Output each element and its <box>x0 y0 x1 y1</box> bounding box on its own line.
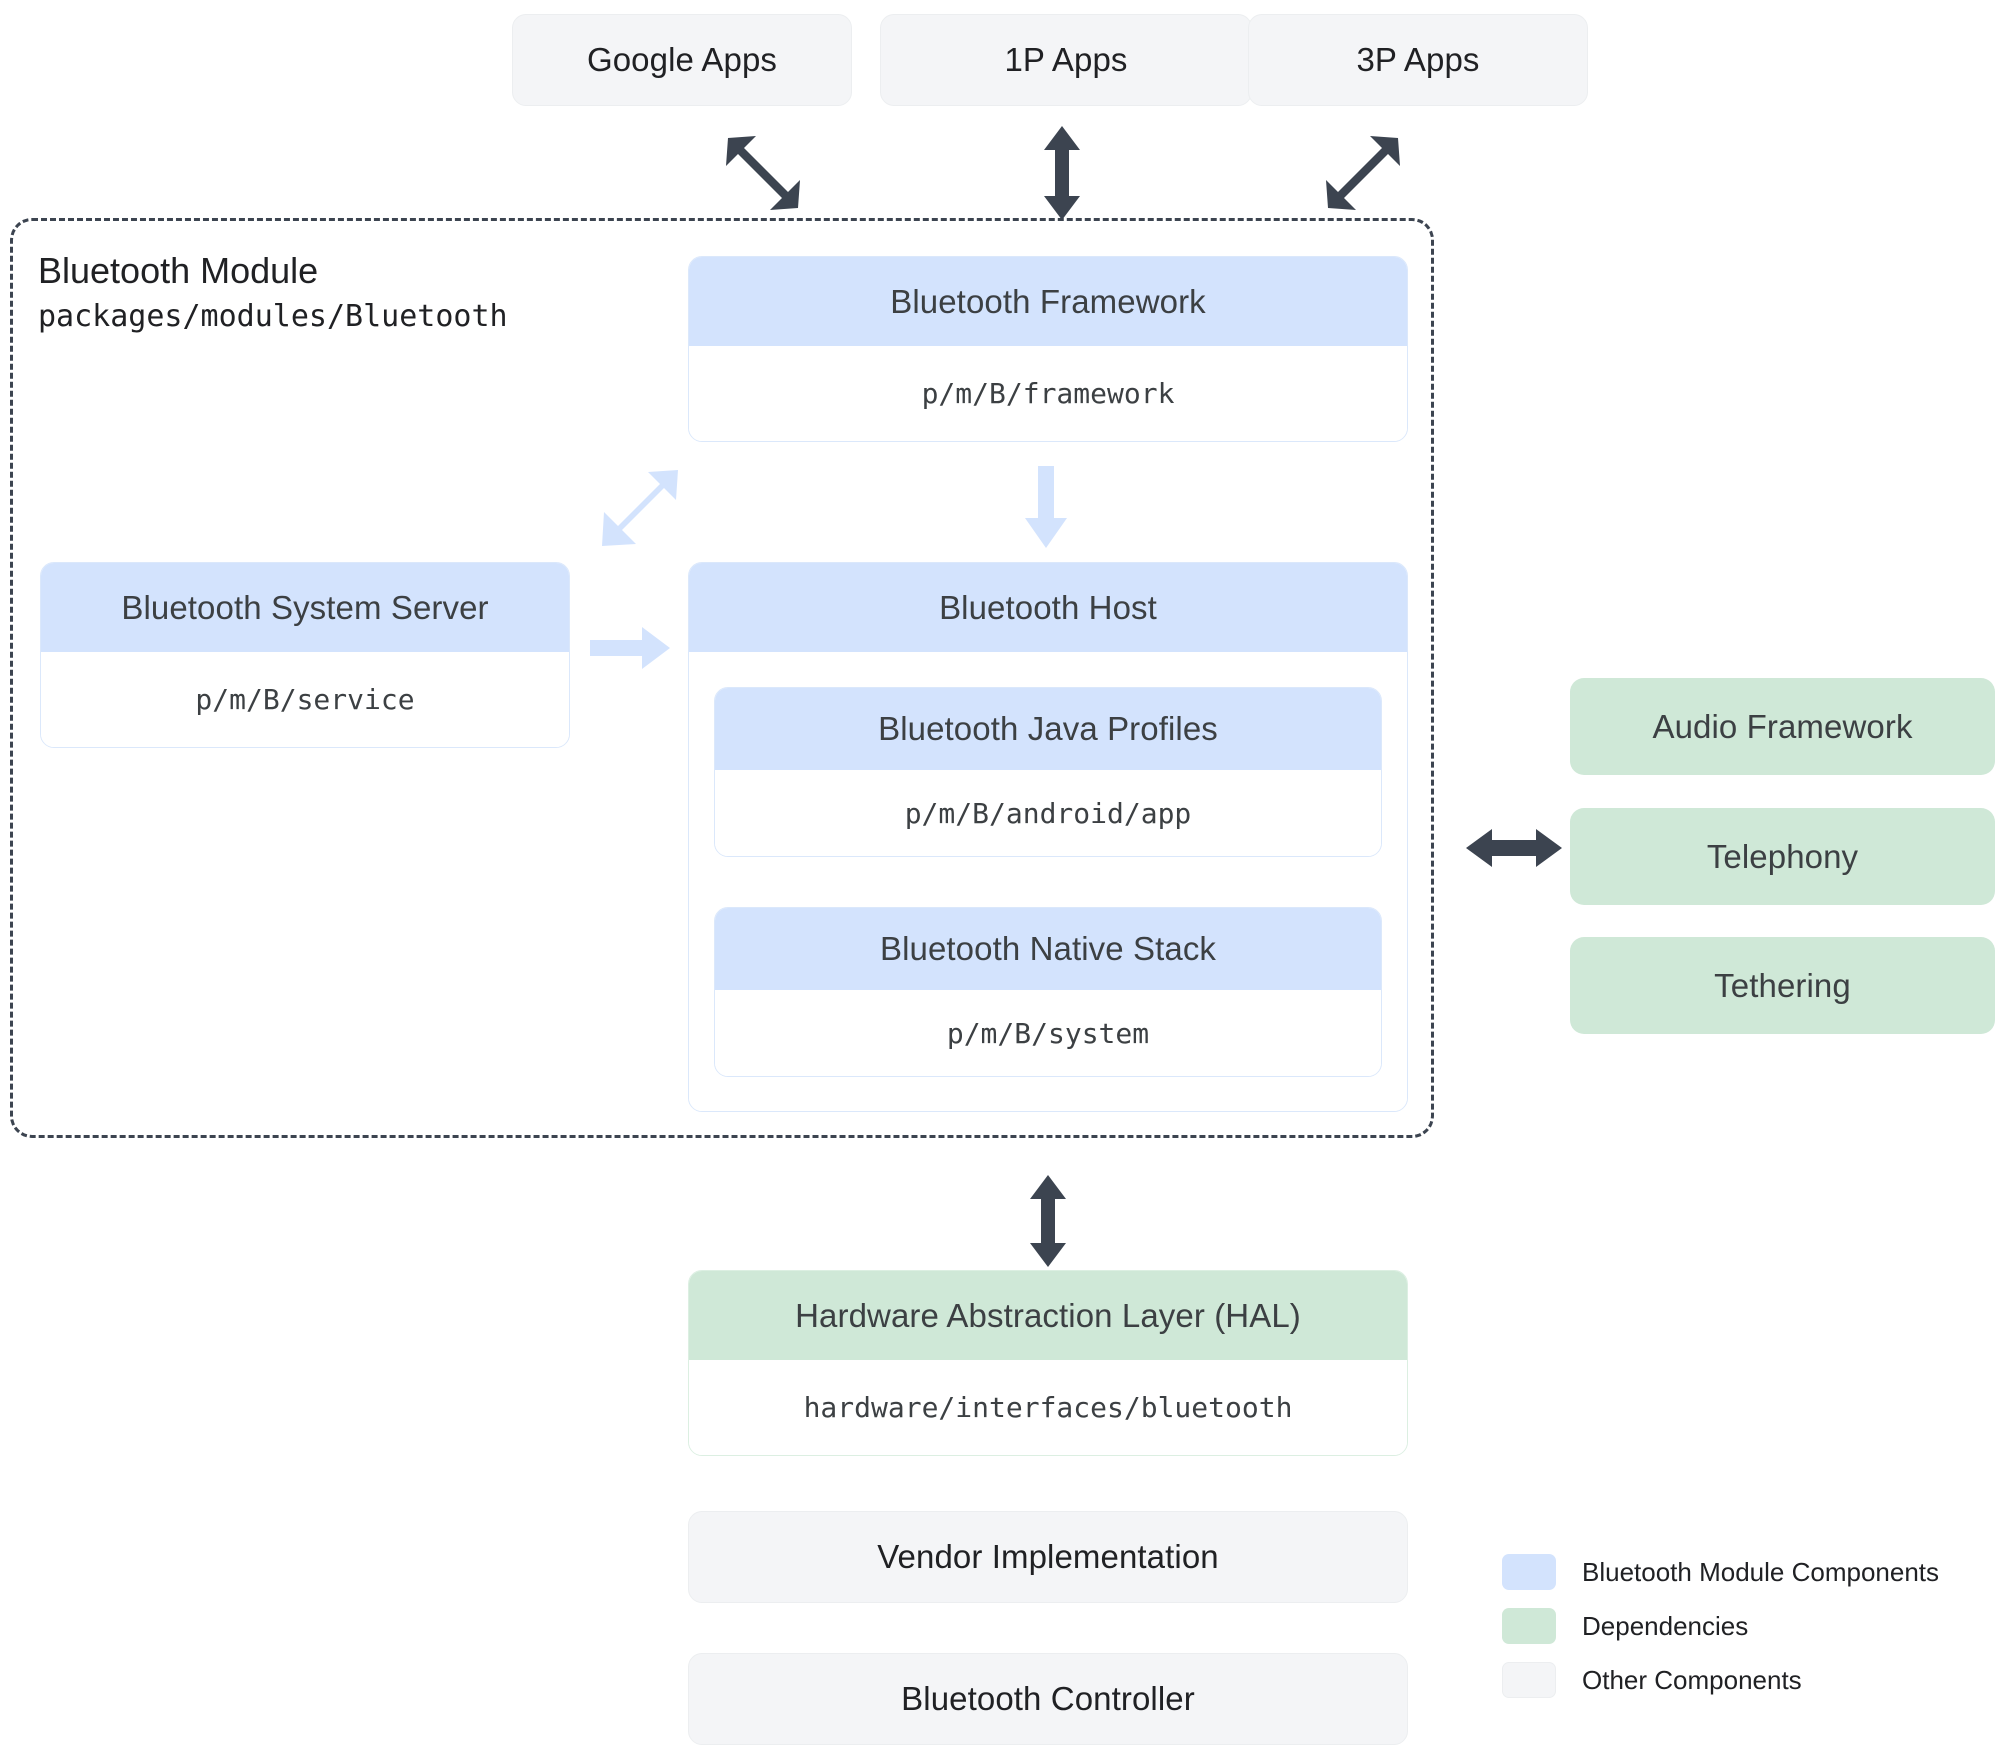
framework-to-host-arrow <box>1025 466 1067 548</box>
bluetooth-module-title: Bluetooth Module <box>38 250 319 291</box>
vendor-implementation-box: Vendor Implementation <box>688 1511 1408 1603</box>
first-party-apps-label: 1P Apps <box>1004 41 1128 78</box>
bluetooth-java-profiles-path: p/m/B/android/app <box>715 770 1381 856</box>
tethering-box: Tethering <box>1570 937 1995 1034</box>
google-apps-connector-arrow <box>726 136 800 210</box>
vendor-implementation-label: Vendor Implementation <box>877 1538 1219 1575</box>
legend-item-other-components: Other Components <box>1502 1653 1939 1707</box>
audio-framework-label: Audio Framework <box>1652 707 1913 745</box>
third-party-apps-label: 3P Apps <box>1356 41 1480 78</box>
bluetooth-framework-box: Bluetooth Framework p/m/B/framework <box>688 256 1408 442</box>
framework-to-system-server-arrow <box>602 470 678 546</box>
legend-swatch-other-components <box>1502 1662 1556 1698</box>
module-to-dependencies-arrow <box>1466 829 1562 867</box>
tethering-label: Tethering <box>1714 966 1851 1004</box>
bluetooth-controller-label: Bluetooth Controller <box>901 1680 1195 1717</box>
legend-label-dependencies: Dependencies <box>1582 1610 1749 1641</box>
first-party-apps-box: 1P Apps <box>880 14 1252 106</box>
telephony-label: Telephony <box>1706 837 1859 875</box>
bluetooth-system-server-path: p/m/B/service <box>41 652 569 747</box>
bluetooth-native-stack-path: p/m/B/system <box>715 990 1381 1076</box>
legend-label-module-components: Bluetooth Module Components <box>1582 1556 1940 1587</box>
legend-swatch-module-components <box>1502 1554 1556 1590</box>
bluetooth-system-server-title: Bluetooth System Server <box>41 563 569 652</box>
bluetooth-module-container <box>10 218 1434 1138</box>
bluetooth-system-server-box: Bluetooth System Server p/m/B/service <box>40 562 570 748</box>
hal-title: Hardware Abstraction Layer (HAL) <box>689 1271 1407 1360</box>
module-to-hal-arrow <box>1030 1175 1066 1267</box>
system-server-to-host-arrow <box>590 627 670 669</box>
google-apps-box: Google Apps <box>512 14 852 106</box>
bluetooth-framework-path: p/m/B/framework <box>689 346 1407 441</box>
third-party-apps-connector-arrow <box>1326 136 1400 210</box>
legend-item-module-components: Bluetooth Module Components <box>1502 1545 1939 1599</box>
legend-label-other-components: Other Components <box>1582 1664 1802 1695</box>
audio-framework-box: Audio Framework <box>1570 678 1995 775</box>
bluetooth-native-stack-box: Bluetooth Native Stack p/m/B/system <box>714 907 1382 1077</box>
bluetooth-controller-box: Bluetooth Controller <box>688 1653 1408 1745</box>
first-party-apps-connector-arrow <box>1044 126 1080 220</box>
bluetooth-java-profiles-title: Bluetooth Java Profiles <box>715 688 1381 770</box>
legend-item-dependencies: Dependencies <box>1502 1599 1939 1653</box>
bluetooth-java-profiles-box: Bluetooth Java Profiles p/m/B/android/ap… <box>714 687 1382 857</box>
bluetooth-host-title: Bluetooth Host <box>689 563 1407 652</box>
third-party-apps-box: 3P Apps <box>1248 14 1588 106</box>
hal-path: hardware/interfaces/bluetooth <box>689 1360 1407 1455</box>
bluetooth-native-stack-title: Bluetooth Native Stack <box>715 908 1381 990</box>
telephony-box: Telephony <box>1570 808 1995 905</box>
legend: Bluetooth Module Components Dependencies… <box>1502 1545 1939 1707</box>
google-apps-label: Google Apps <box>586 41 778 78</box>
legend-swatch-dependencies <box>1502 1608 1556 1644</box>
bluetooth-module-path: packages/modules/Bluetooth <box>38 299 508 334</box>
bluetooth-framework-title: Bluetooth Framework <box>689 257 1407 346</box>
hardware-abstraction-layer-box: Hardware Abstraction Layer (HAL) hardwar… <box>688 1270 1408 1456</box>
